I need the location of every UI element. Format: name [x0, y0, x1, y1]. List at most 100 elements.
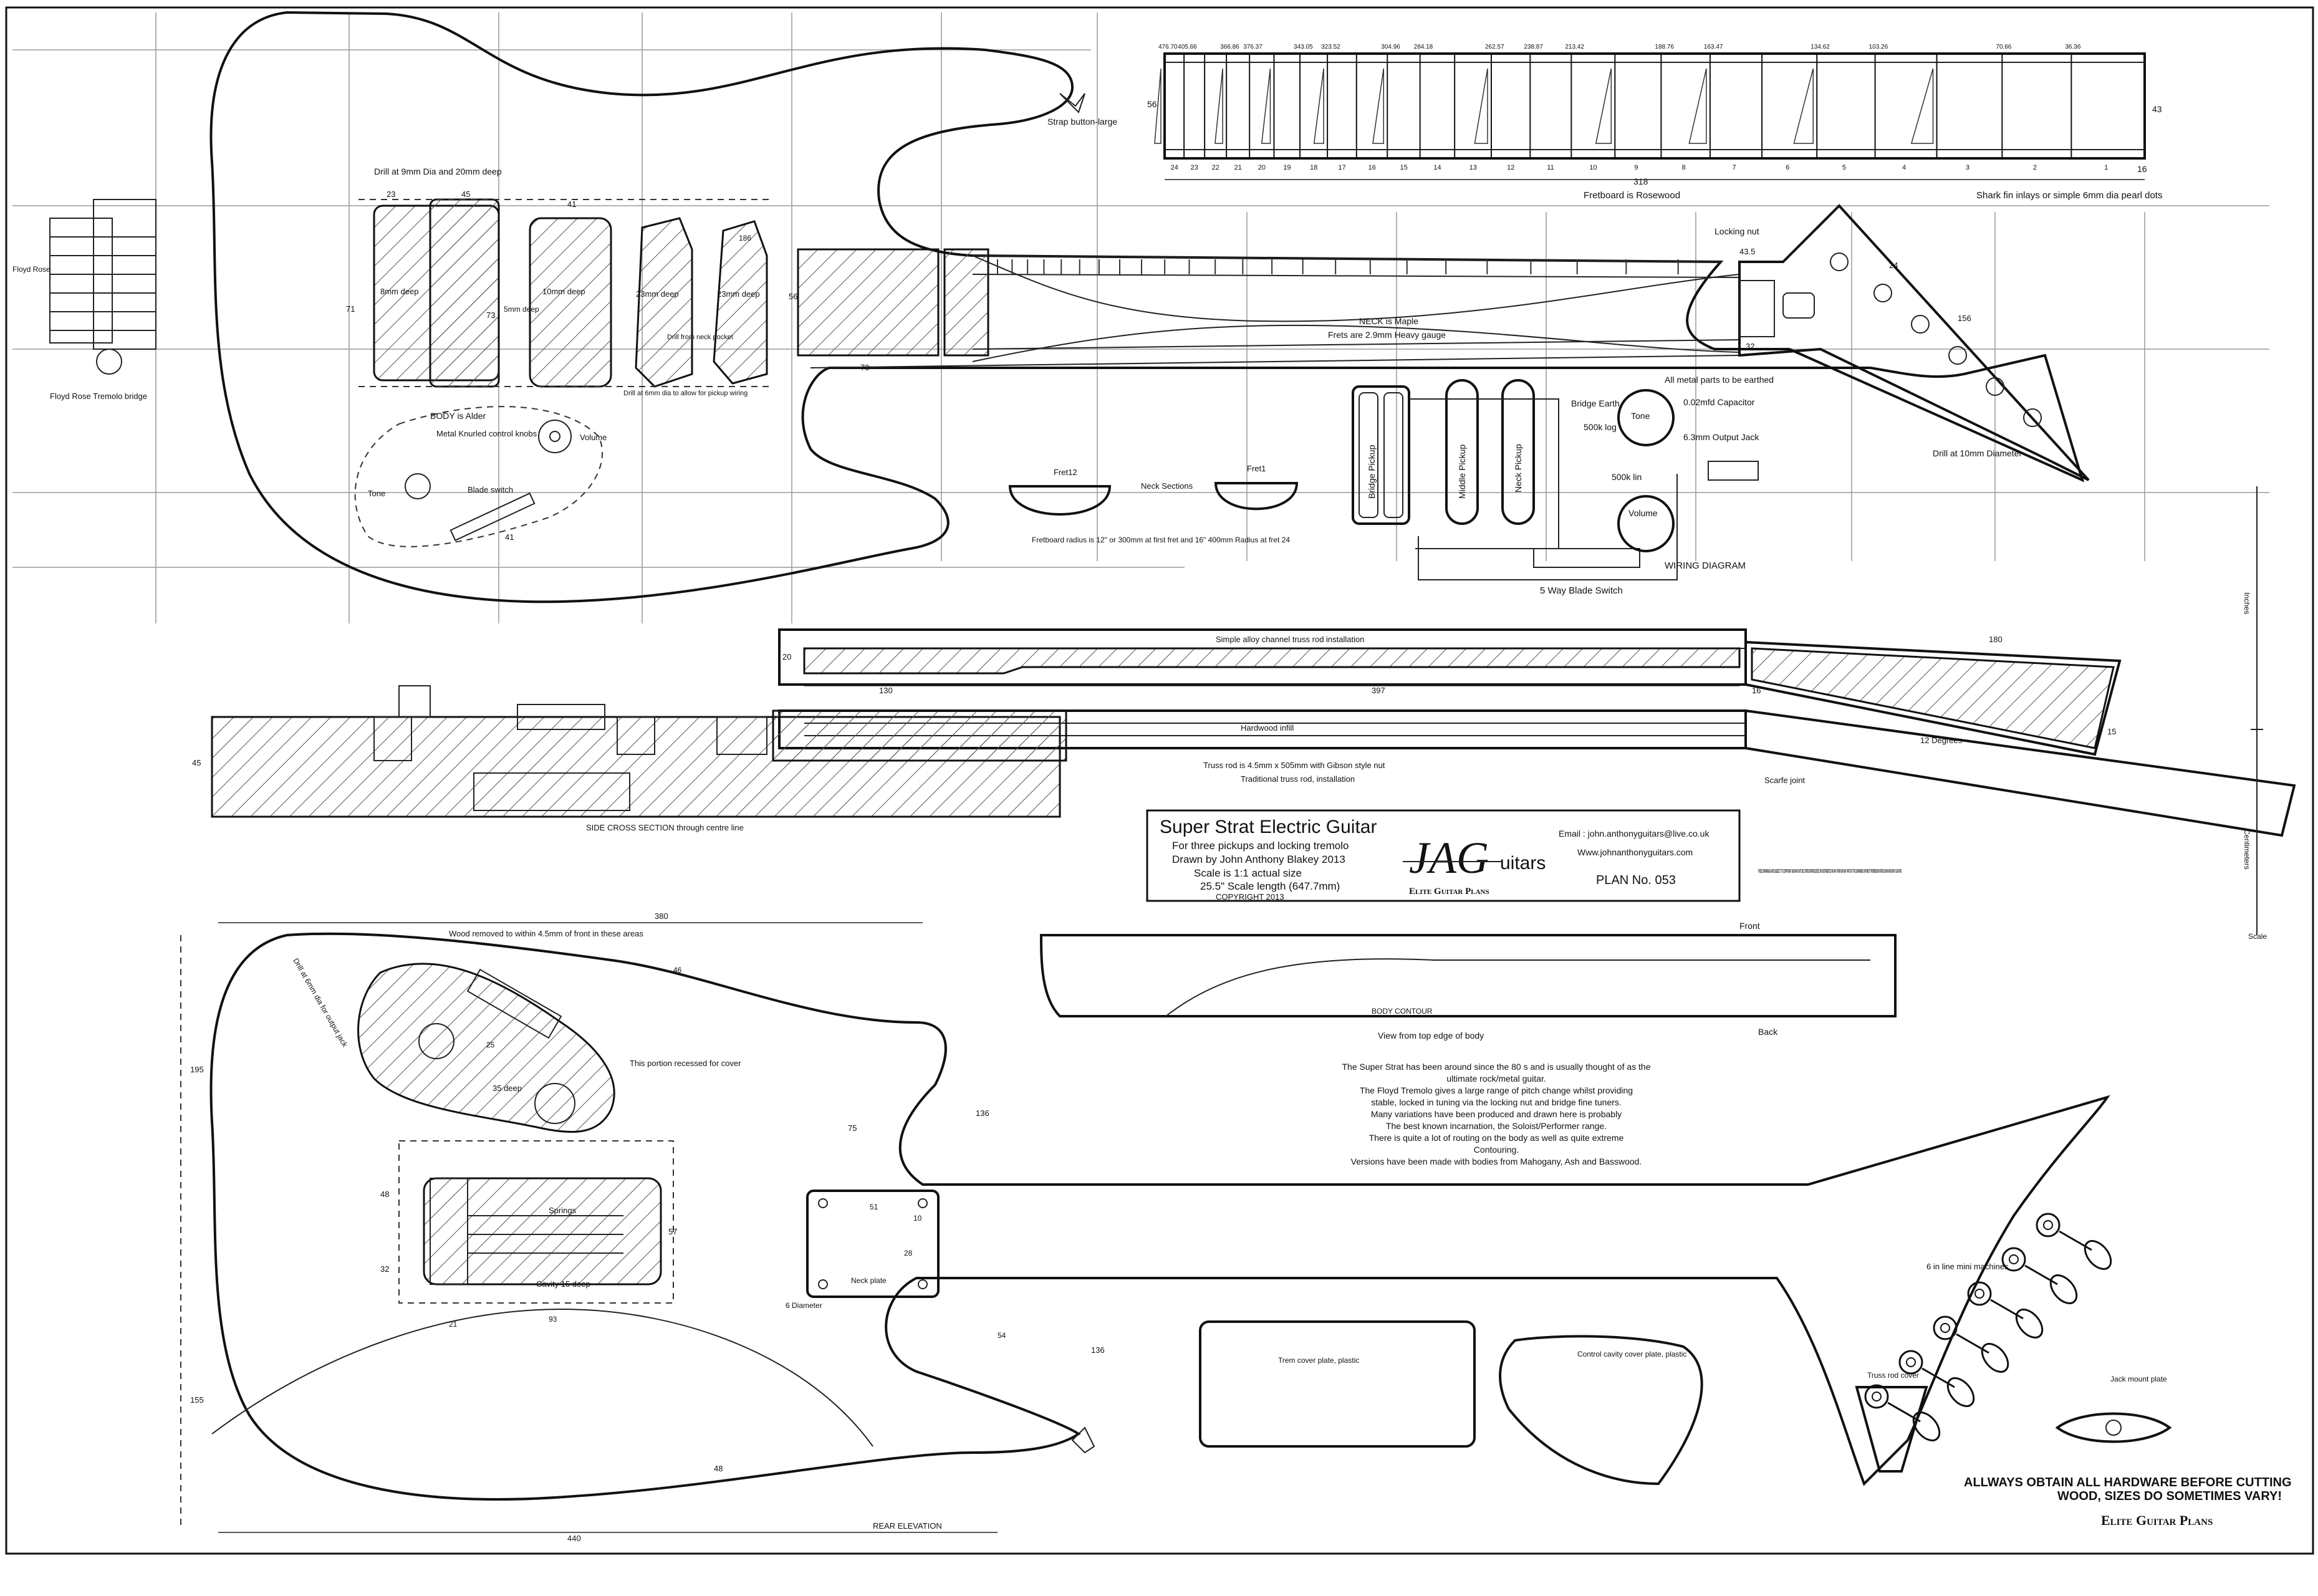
cross-section-label: SIDE CROSS SECTION through centre line — [586, 823, 744, 832]
fret12-label: Fret12 — [1054, 468, 1077, 477]
rear-dim-75: 75 — [848, 1123, 857, 1133]
hardware-warning-1: ALLWAYS OBTAIN ALL HARDWARE BEFORE CUTTI… — [1964, 1476, 2292, 1489]
background-grid — [12, 12, 2269, 623]
rear-dim-380: 380 — [655, 911, 668, 921]
wiring-title: WIRING DIAGRAM — [1665, 560, 1746, 571]
contour-label: BODY CONTOUR — [1372, 1007, 1433, 1016]
drill-10-label: Drill at 10mm Diameter — [1933, 448, 2022, 458]
fret-distance-label: 366.86 — [1220, 44, 1239, 50]
fret-number-label: 11 — [1547, 164, 1554, 171]
floyd-rose-bridge: Floyd Rose Tremolo bridge Floyd Rose — [12, 199, 156, 401]
shark-fin-inlay — [1910, 68, 1934, 144]
fret-distance-label: 134.62 — [1811, 44, 1830, 50]
neck-pickup-route — [713, 220, 768, 385]
earthed-label: All metal parts to be earthed — [1665, 375, 1774, 385]
footer-tagline: Elite Guitar Plans — [2101, 1512, 2213, 1528]
fret-number-label: 7 — [1733, 164, 1736, 171]
jack-plate-label: Jack mount plate — [2110, 1375, 2167, 1383]
rear-elevation-label: REAR ELEVATION — [873, 1521, 942, 1531]
jag-tagline: Elite Guitar Plans — [1409, 887, 1489, 897]
headstock-outline — [1738, 204, 2090, 481]
wood-removed-note: Wood removed to within 4.5mm of front in… — [449, 929, 643, 938]
rear-dim-28: 28 — [904, 1249, 913, 1257]
shark-fin-inlay — [1688, 68, 1707, 144]
fret-number-label: 6 — [1786, 164, 1789, 171]
neck-single-coil — [1501, 379, 1535, 525]
fret-distance-label: 304.96 — [1381, 44, 1400, 50]
rear-dim-25: 25 — [486, 1041, 495, 1049]
rear-dim-21: 21 — [449, 1320, 458, 1329]
tuner-post-icon — [2043, 1220, 2053, 1230]
tuner-post-icon — [1872, 1392, 1882, 1401]
fret-number-label: 1 — [2104, 164, 2108, 171]
trem-cover-label: Trem cover plate, plastic — [1278, 1356, 1359, 1365]
pot-500k-log-label: 500k log — [1584, 422, 1617, 432]
fret-number-label: 5 — [1842, 164, 1846, 171]
truss-cover-label: Truss rod cover — [1867, 1371, 1919, 1380]
shark-fin-inlay — [1595, 68, 1612, 144]
plan-number: PLAN No. 053 — [1596, 873, 1676, 887]
side-dim-130: 130 — [879, 686, 893, 695]
control-cavity — [354, 406, 604, 547]
fret-number-label: 9 — [1634, 164, 1638, 171]
drill-note: Drill at 9mm Dia and 20mm deep — [374, 166, 502, 176]
pot-500k-lin-label: 500k lin — [1612, 472, 1642, 482]
dim-43-5: 43.5 — [1739, 247, 1755, 256]
tuner-post-icon — [1974, 1289, 1984, 1299]
twelve-degrees-label: 12 Degrees — [1920, 736, 1963, 745]
dim-8mm: 8mm deep — [380, 287, 418, 296]
fret-number-label: 22 — [1212, 164, 1219, 171]
locking-nut-label: Locking nut — [1714, 226, 1759, 236]
side-dim-397: 397 — [1372, 686, 1385, 695]
rear-dim-10: 10 — [913, 1214, 922, 1223]
rear-drill-note: Drill at 6mm dia for output jack — [291, 957, 350, 1049]
dim-156: 156 — [1958, 314, 1971, 323]
cover-plates: Trem cover plate, plastic Control cavity… — [1199, 1320, 2172, 1486]
fret-number-label: 18 — [1310, 164, 1317, 171]
floyd-rose-label: Floyd Rose Tremolo bridge — [50, 392, 147, 401]
shark-fin-inlay — [1154, 68, 1161, 144]
neck-plate-label: Neck plate — [851, 1276, 887, 1285]
fretboard-dim-16: 16 — [2137, 164, 2147, 174]
side-dim-180: 180 — [1989, 635, 2003, 644]
fret-distance-label: 163.47 — [1704, 44, 1723, 50]
tuner-machine-icon — [1864, 1384, 1889, 1409]
rear-view: 380 Wood removed to within 4.5mm of fron… — [180, 911, 2112, 1543]
fret-distance-label: 343.05 — [1294, 44, 1313, 50]
fret-distance-label: 405.66 — [1178, 44, 1197, 50]
dim-32: 32 — [1746, 342, 1754, 351]
tuner-shaft — [2024, 1264, 2058, 1286]
neck-pocket — [797, 248, 940, 357]
truss-install-label: Simple alloy channel truss rod installat… — [1216, 635, 1364, 644]
description-line: There is quite a lot of routing on the b… — [1369, 1133, 1624, 1143]
dim-186: 186 — [739, 234, 751, 243]
scale-bar: Inches Centimeters Scale — [2243, 486, 2267, 941]
plan-email: Email : john.anthonyguitars@live.co.uk — [1559, 829, 1710, 839]
rear-recess-note: This portion recessed for cover — [630, 1059, 741, 1068]
plan-scale-length: 25.5" Scale length (647.7mm) — [1200, 880, 1340, 892]
tuner-machine-icon — [1933, 1315, 1958, 1340]
middle-single-coil — [1445, 379, 1479, 525]
plan-website: Www.johnanthonyguitars.com — [1577, 847, 1693, 857]
fret-number-label: 3 — [1966, 164, 1969, 171]
dim-5mm: 5mm deep — [504, 305, 539, 314]
springs-label: Springs — [549, 1206, 577, 1215]
dim-71: 71 — [346, 304, 355, 314]
scale-inches: Inches — [2243, 592, 2251, 614]
volume-label: Volume — [580, 433, 607, 442]
fret-number-label: 8 — [1682, 164, 1686, 171]
middle-pickup-label: Middle Pickup — [1457, 445, 1467, 499]
fret-number-label: 14 — [1433, 164, 1441, 171]
shark-fin-inlay — [1793, 68, 1814, 144]
neck-heel-block — [943, 248, 989, 357]
cavity-label: Cavity 15 deep — [536, 1279, 590, 1289]
diameter-6-label: 6 Diameter — [786, 1301, 822, 1310]
description-line: ultimate rock/metal guitar. — [1446, 1074, 1546, 1084]
fret-distance-label: 262.57 — [1485, 44, 1504, 50]
description-text: The Super Strat has been around since th… — [1342, 1062, 1651, 1166]
drill-neck-note: Drill from neck pocket — [667, 334, 733, 341]
body-alder-label: BODY is Alder — [430, 411, 486, 421]
description-line: The best known incarnation, the Soloist/… — [1386, 1121, 1607, 1131]
rear-dim-195: 195 — [190, 1065, 204, 1074]
